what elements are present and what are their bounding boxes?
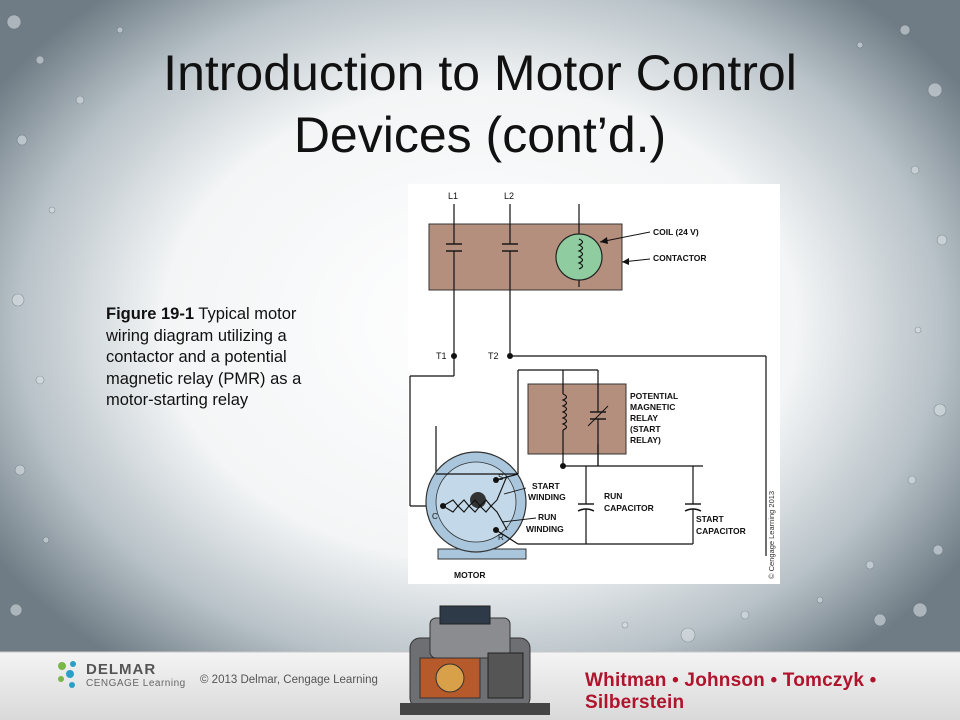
publisher-subname: CENGAGE Learning [86,678,186,689]
motor-base [437,548,527,560]
title-line-1: Introduction to Motor Control [163,45,797,101]
label-l1: L1 [448,191,458,201]
diagram-copyright: © Cengage Learning 2013 [767,491,776,579]
figure-caption-text: Typical motor wiring diagram utilizing a… [106,305,302,409]
pmr-box [527,383,627,455]
label-pmr: POTENTIAL MAGNETIC RELAY (START RELAY) [630,391,678,445]
label-run-winding-1: RUN [538,512,556,522]
label-run-capacitor-1: RUN [604,491,622,501]
svg-text:RELAY: RELAY [630,413,658,423]
title-line-2: Devices (cont’d.) [293,107,667,163]
label-run-capacitor-2: CAPACITOR [604,503,654,513]
svg-text:(START: (START [630,424,661,434]
label-motor: MOTOR [454,570,485,580]
terminal-c: C [432,512,438,521]
footer-copyright: © 2013 Delmar, Cengage Learning [200,674,378,686]
footer-authors: Whitman • Johnson • Tomczyk • Silberstei… [585,670,877,713]
wiring-diagram: L1 L2 COIL (24 V) CONTACTOR T1 T2 POT [408,184,780,584]
label-contactor: CONTACTOR [653,253,707,263]
terminal-r: R [498,533,504,542]
publisher-name: DELMAR [86,661,157,678]
label-coil: COIL (24 V) [653,227,699,237]
label-t2: T2 [488,351,499,361]
svg-text:RELAY): RELAY) [630,435,661,445]
label-start-capacitor-2: CAPACITOR [696,526,746,536]
figure-label: Figure 19-1 [106,305,195,323]
svg-text:MAGNETIC: MAGNETIC [630,402,675,412]
label-start-winding-2: WINDING [528,492,566,502]
label-t1: T1 [436,351,447,361]
delmar-logo-icon [58,661,76,688]
figure-caption: Figure 19-1 Typical motor wiring diagram… [106,304,306,412]
compressor-illustration [400,605,550,715]
terminal-s: S [498,473,503,482]
svg-text:POTENTIAL: POTENTIAL [630,391,678,401]
label-start-capacitor-1: START [696,514,725,524]
label-run-winding-2: WINDING [526,524,564,534]
label-l2: L2 [504,191,514,201]
slide-title: Introduction to Motor Control Devices (c… [60,42,900,166]
label-start-winding-1: START [532,481,561,491]
